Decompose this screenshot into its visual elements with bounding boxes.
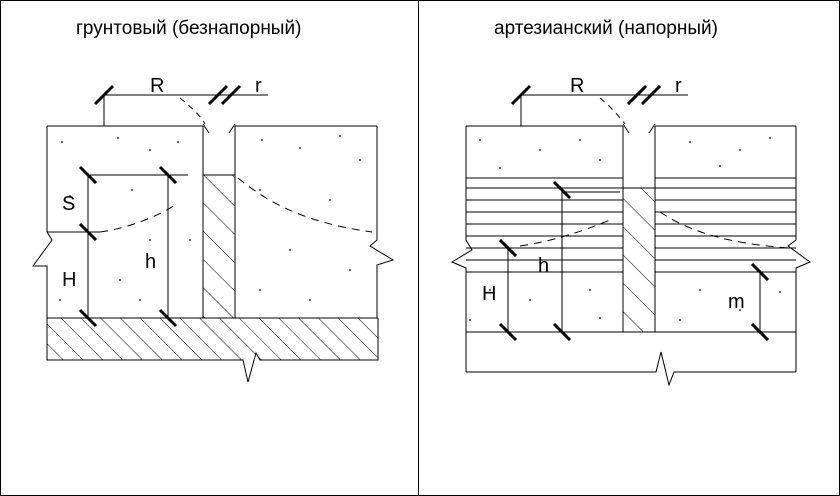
label-R-right: R: [570, 75, 584, 97]
impermeable-bed-outline: [46, 318, 379, 383]
right-break-line: [369, 126, 395, 318]
r-arrows-left: [202, 123, 236, 134]
right-ticks: [498, 84, 770, 342]
piezometric-curve-left: [519, 219, 611, 247]
sand-stipple-right: [469, 137, 781, 321]
right-break-line-r: [787, 126, 812, 372]
label-h-right: h: [538, 255, 549, 277]
title-unconfined: грунтовый (безнапорный): [76, 18, 302, 39]
influence-arc-right: [599, 97, 626, 125]
label-h-left: h: [145, 251, 156, 273]
left-break-line: [32, 126, 53, 318]
depression-curve-left: [99, 204, 176, 233]
left-break-line-r: [450, 126, 473, 372]
left-dimension-labels: R r S H h: [62, 75, 262, 291]
label-r-right: r: [675, 75, 682, 97]
label-H-right: H: [482, 283, 496, 305]
label-S: S: [62, 193, 75, 215]
bottom-break-line-r: [466, 351, 796, 387]
left-ticks: [78, 84, 242, 328]
well-water-column-r: [622, 187, 656, 333]
impermeable-bed: [47, 318, 378, 360]
sand-stipple-left: [59, 135, 361, 301]
title-confined: артезианский (напорный): [494, 18, 718, 39]
right-panel: [450, 94, 812, 387]
piezometric-curve-right: [659, 211, 791, 249]
left-panel: [32, 94, 395, 383]
label-r-left: r: [255, 75, 262, 97]
influence-arc-left: [179, 97, 206, 125]
depression-curve-right: [237, 177, 373, 233]
right-dimension-labels: R r H h m: [482, 75, 745, 313]
label-R-left: R: [150, 75, 164, 97]
r-arrows-right: [622, 123, 656, 134]
label-m: m: [728, 291, 745, 313]
well-water-column: [202, 174, 236, 319]
label-H-left: H: [62, 269, 76, 291]
